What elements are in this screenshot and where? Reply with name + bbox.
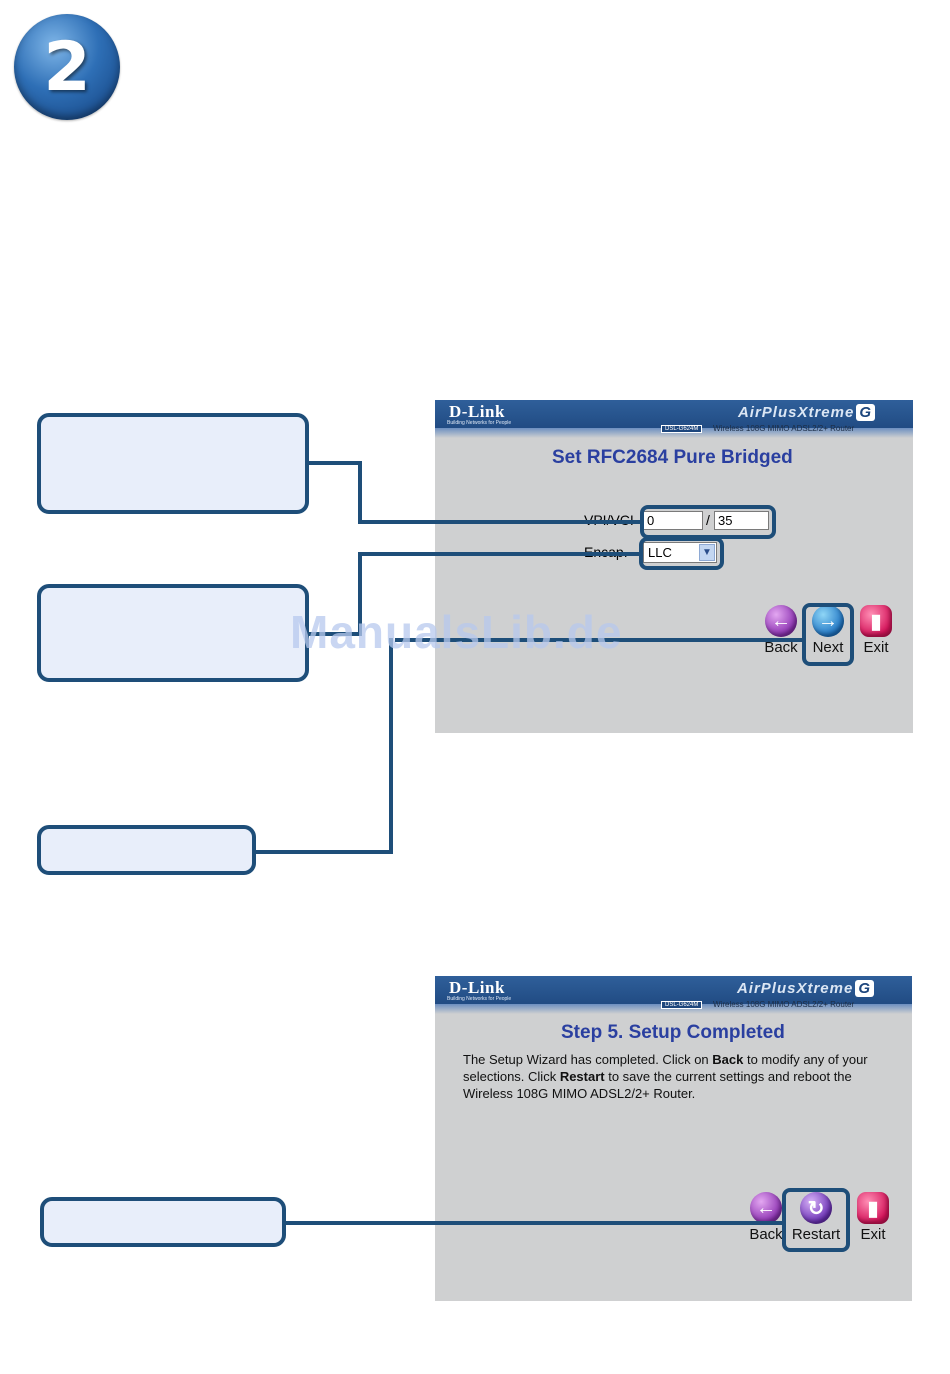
arrow-right-icon: → [812, 605, 844, 637]
next-callout [37, 825, 256, 875]
step-number-badge: 2 [14, 14, 120, 120]
restart-callout [40, 1197, 286, 1247]
setup-completed-screenshot: D-Link Building Networks for People AirP… [435, 976, 912, 1301]
chevron-down-icon: ▼ [699, 544, 715, 561]
exit-icon: ▮ [857, 1192, 889, 1224]
vci-input[interactable]: 35 [714, 511, 769, 530]
connector-line [389, 638, 393, 854]
vpi-vci-callout [37, 413, 309, 514]
encap-highlight [639, 537, 724, 570]
connector-line [358, 461, 362, 524]
connector-line [358, 552, 362, 636]
connector-line [358, 552, 641, 556]
vpi-vci-highlight [640, 505, 776, 539]
encap-select[interactable]: LLC ▼ [643, 542, 717, 563]
connector-line [254, 850, 393, 854]
exit-icon: ▮ [860, 605, 892, 637]
model-description: Wireless 108G MIMO ADSL2/2+ Router [713, 1000, 855, 1009]
page-title: Set RFC2684 Pure Bridged [552, 447, 793, 468]
restart-button[interactable]: ↻ Restart [789, 1192, 843, 1243]
model-badge: DSL-G624M [661, 1001, 703, 1009]
step-number: 2 [43, 27, 91, 107]
next-button[interactable]: → Next [801, 605, 855, 656]
connector-line [306, 632, 362, 636]
rfc2684-screenshot: D-Link Building Networks for People AirP… [435, 400, 913, 733]
restart-button-highlight [782, 1188, 850, 1252]
page-title: Step 5. Setup Completed [561, 1022, 785, 1043]
back-button[interactable]: ← Back [754, 605, 808, 656]
exit-button[interactable]: ▮ Exit [849, 605, 903, 656]
dlink-logo: D-Link [449, 978, 505, 997]
arrow-left-icon: ← [750, 1192, 782, 1224]
restart-icon: ↻ [800, 1192, 832, 1224]
model-badge: DSL-G624M [661, 425, 703, 433]
back-button[interactable]: ← Back [739, 1192, 793, 1243]
model-description: Wireless 108G MIMO ADSL2/2+ Router [713, 424, 855, 433]
dlink-logo: D-Link [449, 402, 505, 421]
next-button-highlight [802, 603, 854, 666]
brand-tagline: Building Networks for People [447, 996, 512, 1002]
completion-description: The Setup Wizard has completed. Click on… [463, 1052, 868, 1101]
vpi-vci-separator: / [706, 512, 710, 528]
brand-tagline: Building Networks for People [447, 420, 512, 426]
encap-callout [37, 584, 309, 682]
connector-line [358, 520, 642, 524]
connector-line [306, 461, 362, 465]
connector-line [395, 638, 804, 642]
watermark: ManualsLib.de [290, 606, 623, 658]
exit-button[interactable]: ▮ Exit [846, 1192, 900, 1243]
connector-line [283, 1221, 784, 1225]
arrow-left-icon: ← [765, 605, 797, 637]
